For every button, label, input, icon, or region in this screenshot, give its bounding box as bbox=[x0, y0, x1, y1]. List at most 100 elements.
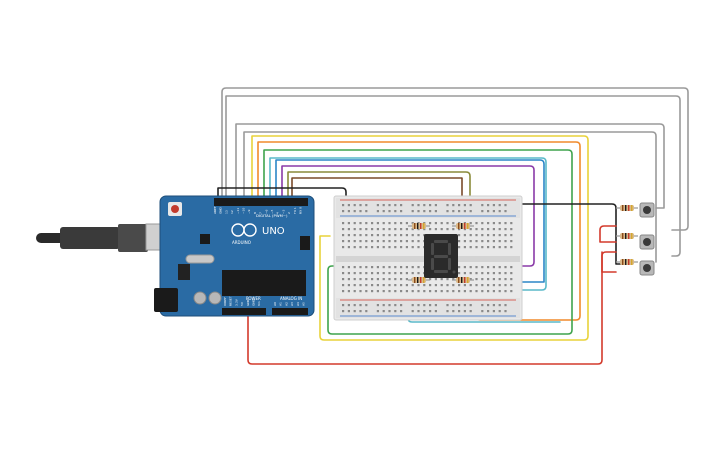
wire-yellow-a[interactable] bbox=[251, 135, 589, 341]
breadboard-hole bbox=[342, 266, 345, 269]
breadboard-hole bbox=[481, 246, 484, 249]
wire-gray-button-2[interactable] bbox=[225, 95, 681, 257]
breadboard-hole bbox=[359, 266, 362, 269]
resistor[interactable] bbox=[452, 223, 474, 229]
push-button-cap[interactable] bbox=[643, 238, 651, 246]
breadboard-hole bbox=[469, 240, 472, 243]
digital-pin-label: 2 bbox=[287, 212, 291, 214]
breadboard-hole bbox=[382, 272, 385, 275]
breadboard-hole bbox=[400, 246, 403, 249]
breadboard-hole bbox=[487, 204, 490, 207]
breadboard-hole bbox=[347, 246, 350, 249]
wire-gray-button-1[interactable] bbox=[221, 87, 689, 231]
breadboard-hole bbox=[405, 246, 408, 249]
breadboard-hole bbox=[347, 284, 350, 287]
usb-cable[interactable] bbox=[36, 223, 177, 252]
breadboard-hole bbox=[429, 222, 432, 225]
breadboard-hole bbox=[405, 266, 408, 269]
breadboard-hole bbox=[388, 222, 391, 225]
digital-pin-label: TX 1 bbox=[293, 207, 297, 215]
breadboard-hole bbox=[371, 272, 374, 275]
breadboard-hole bbox=[388, 278, 391, 281]
breadboard-hole bbox=[405, 222, 408, 225]
breadboard-hole bbox=[510, 228, 513, 231]
breadboard-hole bbox=[440, 284, 443, 287]
wire-olive[interactable] bbox=[287, 171, 471, 239]
digital-pin-label: 8 bbox=[253, 212, 257, 214]
breadboard-hole bbox=[469, 304, 472, 307]
breadboard-hole bbox=[434, 204, 437, 207]
breadboard-hole bbox=[458, 304, 461, 307]
seven-segment-display[interactable] bbox=[424, 234, 458, 278]
wire-gray-button-3[interactable] bbox=[235, 123, 665, 209]
breadboard-hole bbox=[411, 266, 414, 269]
breadboard-hole bbox=[498, 278, 501, 281]
breadboard-hole bbox=[388, 234, 391, 237]
breadboard-hole bbox=[487, 284, 490, 287]
breadboard-hole bbox=[469, 246, 472, 249]
wire-gray-button-4[interactable] bbox=[243, 131, 657, 263]
resistor[interactable] bbox=[616, 205, 638, 211]
breadboard-hole bbox=[492, 304, 495, 307]
breadboard-hole bbox=[376, 240, 379, 243]
breadboard-hole bbox=[492, 204, 495, 207]
breadboard-hole bbox=[504, 310, 507, 313]
breadboard-hole bbox=[452, 310, 455, 313]
breadboard-hole bbox=[469, 266, 472, 269]
breadboard-hole bbox=[458, 228, 461, 231]
breadboard-hole bbox=[463, 272, 466, 275]
resistor[interactable] bbox=[616, 233, 638, 239]
breadboard-hole bbox=[469, 222, 472, 225]
breadboard-hole bbox=[458, 284, 461, 287]
breadboard-hole bbox=[359, 272, 362, 275]
breadboard-hole bbox=[481, 204, 484, 207]
breadboard-hole bbox=[347, 234, 350, 237]
breadboard-hole bbox=[463, 228, 466, 231]
push-button[interactable] bbox=[639, 202, 655, 218]
resistor[interactable] bbox=[616, 259, 638, 265]
push-button[interactable] bbox=[639, 234, 655, 250]
wire-purple[interactable] bbox=[281, 165, 535, 267]
breadboard-hole bbox=[359, 228, 362, 231]
breadboard-hole bbox=[487, 222, 490, 225]
breadboard-hole bbox=[417, 204, 420, 207]
breadboard-top-rail bbox=[336, 198, 520, 218]
breadboard-hole bbox=[469, 278, 472, 281]
breadboard-hole bbox=[376, 290, 379, 293]
wire-red-btn-2[interactable] bbox=[601, 251, 617, 273]
breadboard-hole bbox=[492, 284, 495, 287]
breadboard-hole bbox=[504, 234, 507, 237]
breadboard-hole bbox=[498, 266, 501, 269]
push-button-cap[interactable] bbox=[643, 206, 651, 214]
breadboard-hole bbox=[382, 310, 385, 313]
wire-green[interactable] bbox=[263, 149, 573, 335]
breadboard-hole bbox=[353, 266, 356, 269]
breadboard-hole bbox=[487, 228, 490, 231]
breadboard-hole bbox=[446, 304, 449, 307]
breadboard-hole bbox=[388, 272, 391, 275]
breadboard-hole bbox=[405, 272, 408, 275]
push-button[interactable] bbox=[639, 260, 655, 276]
breadboard-hole bbox=[475, 222, 478, 225]
resistor[interactable] bbox=[408, 277, 430, 283]
breadboard-hole bbox=[371, 222, 374, 225]
breadboard-hole bbox=[347, 240, 350, 243]
breadboard-hole bbox=[492, 266, 495, 269]
wire-red-5v[interactable] bbox=[247, 251, 617, 365]
breadboard-hole bbox=[365, 266, 368, 269]
arduino-uno[interactable]: UNO ARDUINO DIGITAL (PWM~) POWER ANALOG … bbox=[154, 195, 315, 317]
breadboard-hole bbox=[342, 246, 345, 249]
breadboard-hole bbox=[353, 234, 356, 237]
wire-blue[interactable] bbox=[275, 159, 545, 283]
resistor[interactable] bbox=[452, 277, 474, 283]
breadboard-hole bbox=[411, 204, 414, 207]
breadboard-hole bbox=[469, 210, 472, 213]
push-button-cap[interactable] bbox=[643, 264, 651, 272]
digital-pin-label: GND bbox=[219, 206, 223, 214]
breadboard-hole bbox=[342, 222, 345, 225]
digital-pin-label: ~3 bbox=[281, 209, 285, 214]
digital-pin-label: 4 bbox=[276, 212, 280, 214]
resistor[interactable] bbox=[408, 223, 430, 229]
wire-red-btn-1[interactable] bbox=[599, 225, 617, 243]
